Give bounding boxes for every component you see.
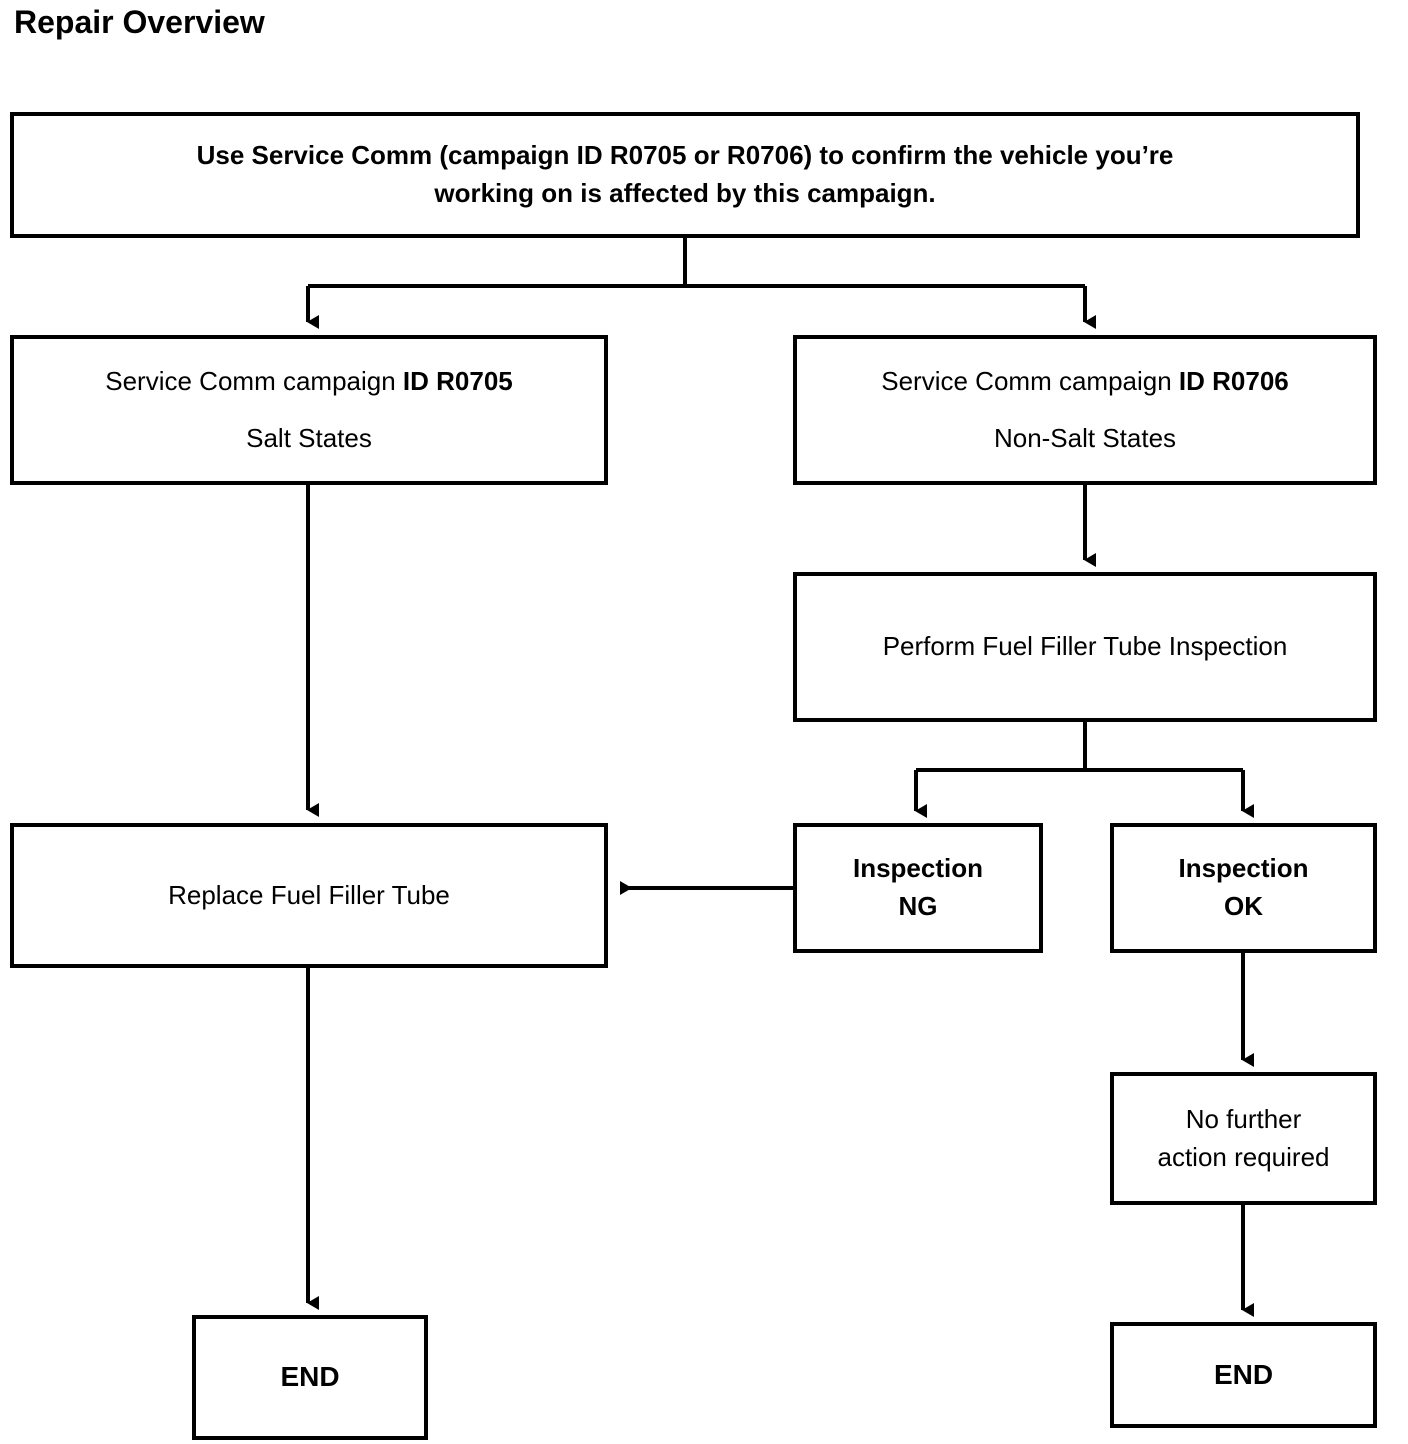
node-campaign-r0705: Service Comm campaign ID R0705 Salt Stat… (10, 335, 608, 485)
node-inspection-ok: Inspection OK (1110, 823, 1377, 953)
node-no-further-line1: No further (1185, 1103, 1302, 1134)
page-title: Repair Overview (14, 4, 265, 40)
node-end-left: END (192, 1315, 428, 1440)
node-start-use-service-comm: Use Service Comm (campaign ID R0705 or R… (10, 112, 1360, 238)
node-r0705-line1-regular: Service Comm campaign (105, 365, 403, 396)
node-start-line1: Use Service Comm (campaign ID R0705 or R… (196, 140, 1174, 171)
node-campaign-r0706: Service Comm campaign ID R0706 Non-Salt … (793, 335, 1377, 485)
edge-start-split (308, 238, 1085, 288)
node-perform-fuel-filler-tube-inspection: Perform Fuel Filler Tube Inspection (793, 572, 1377, 722)
node-perform-label: Perform Fuel Filler Tube Inspection (882, 631, 1288, 662)
node-end-right-label: END (1213, 1358, 1274, 1390)
node-end-left-label: END (280, 1361, 340, 1393)
node-start-line2: working on is affected by this campaign. (434, 178, 936, 208)
node-r0705-line2: Salt States (246, 423, 372, 453)
node-replace-label: Replace Fuel Filler Tube (168, 879, 450, 910)
node-r0705-line1: Service Comm campaign ID R0705 (24, 353, 594, 410)
node-no-further-line2: action required (1157, 1141, 1330, 1172)
node-r0706-line1: Service Comm campaign ID R0706 (807, 353, 1363, 410)
node-r0706-line2: Non-Salt States (993, 423, 1177, 453)
node-end-right: END (1110, 1322, 1377, 1428)
node-ok-line2: OK (1224, 891, 1263, 921)
node-ng-line1: Inspection (852, 853, 983, 884)
node-r0706-line1-regular: Service Comm campaign (881, 365, 1179, 396)
node-no-further-action-required: No further action required (1110, 1072, 1377, 1205)
node-inspection-ng: Inspection NG (793, 823, 1043, 953)
node-ng-line2: NG (898, 891, 938, 921)
node-replace-fuel-filler-tube: Replace Fuel Filler Tube (10, 823, 608, 968)
node-r0705-line1-bold: ID R0705 (402, 365, 513, 396)
edge-perform-split (916, 722, 1243, 772)
node-ok-line1: Inspection (1178, 853, 1309, 884)
node-r0706-line1-bold: ID R0706 (1178, 365, 1289, 396)
